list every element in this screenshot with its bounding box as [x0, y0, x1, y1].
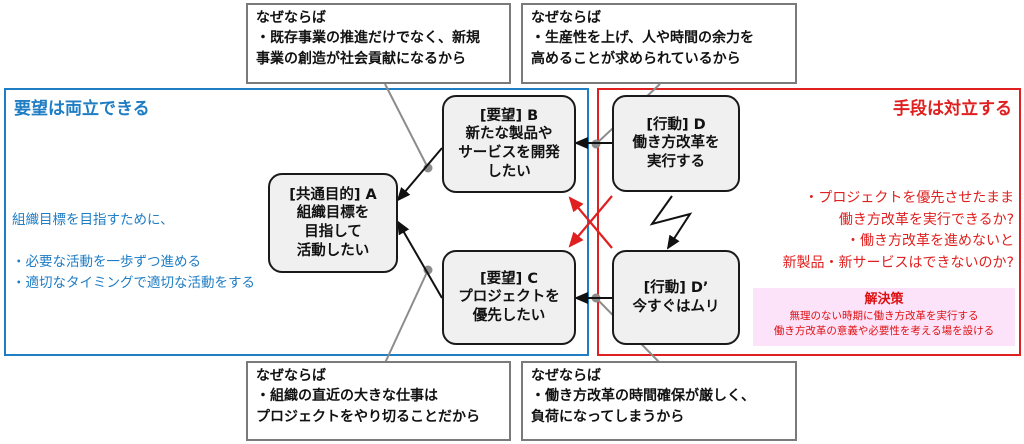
right-note-line: ・働き方改革を進めないと	[846, 233, 1014, 250]
left-note-line: ・適切なタイミングで適切な活動をする	[12, 274, 255, 291]
solution-title: 解決策	[864, 292, 904, 307]
right-note-line: ・プロジェクトを優先させたまま	[804, 190, 1014, 206]
node-requirement-c: [要望] C プロジェクトを 優先したい	[442, 250, 576, 345]
right-notes: ・プロジェクトを優先させたまま 働き方改革を実行できるか? ・働き方改革を進めな…	[742, 188, 1014, 275]
left-region-frame	[4, 88, 589, 356]
left-region-title: 要望は両立できる	[14, 99, 150, 119]
reason-box-c: なぜならば ・組織の直近の大きな仕事は プロジェクトをやり切ることだから	[246, 361, 511, 441]
reason-box-d: なぜならば ・生産性を上げ、人や時間の余力を 高めることが求められているから	[521, 3, 797, 84]
left-note-line	[12, 231, 255, 252]
node-requirement-b: [要望] B 新たな製品や サービスを開発 したい	[442, 95, 576, 193]
right-region-title: 手段は対立する	[893, 99, 1012, 119]
right-note-line: 働き方改革を実行できるか?	[838, 211, 1014, 228]
solution-line: 働き方改革の意義や必要性を考える場を設ける	[773, 324, 995, 337]
left-notes: 組織目標を目指すために、 ・必要な活動を一歩ずつ進める ・適切なタイミングで適切…	[12, 210, 255, 294]
right-note-line: 新製品・新サービスはできないのか?	[782, 255, 1014, 272]
reason-box-b: なぜならば ・既存事業の推進だけでなく、新規 事業の創造が社会貢献になるから	[246, 3, 511, 84]
node-common-goal-a: [共通目的] A 組織目標を 目指して 活動したい	[268, 173, 398, 273]
solution-box: 解決策 無理のない時期に働き方改革を実行する 働き方改革の意義や必要性を考える場…	[753, 288, 1015, 346]
reason-box-d-prime: なぜならば ・働き方改革の時間確保が厳しく、 負荷になってしまうから	[521, 361, 797, 441]
node-action-d: [行動] D 働き方改革を 実行する	[612, 95, 740, 192]
solution-line: 無理のない時期に働き方改革を実行する	[789, 309, 979, 322]
node-action-d-prime: [行動] D’ 今すぐはムリ	[612, 250, 740, 345]
right-region-frame	[597, 88, 1021, 356]
left-note-line: 組織目標を目指すために、	[12, 212, 174, 228]
left-note-line: ・必要な活動を一歩ずつ進める	[12, 253, 201, 270]
